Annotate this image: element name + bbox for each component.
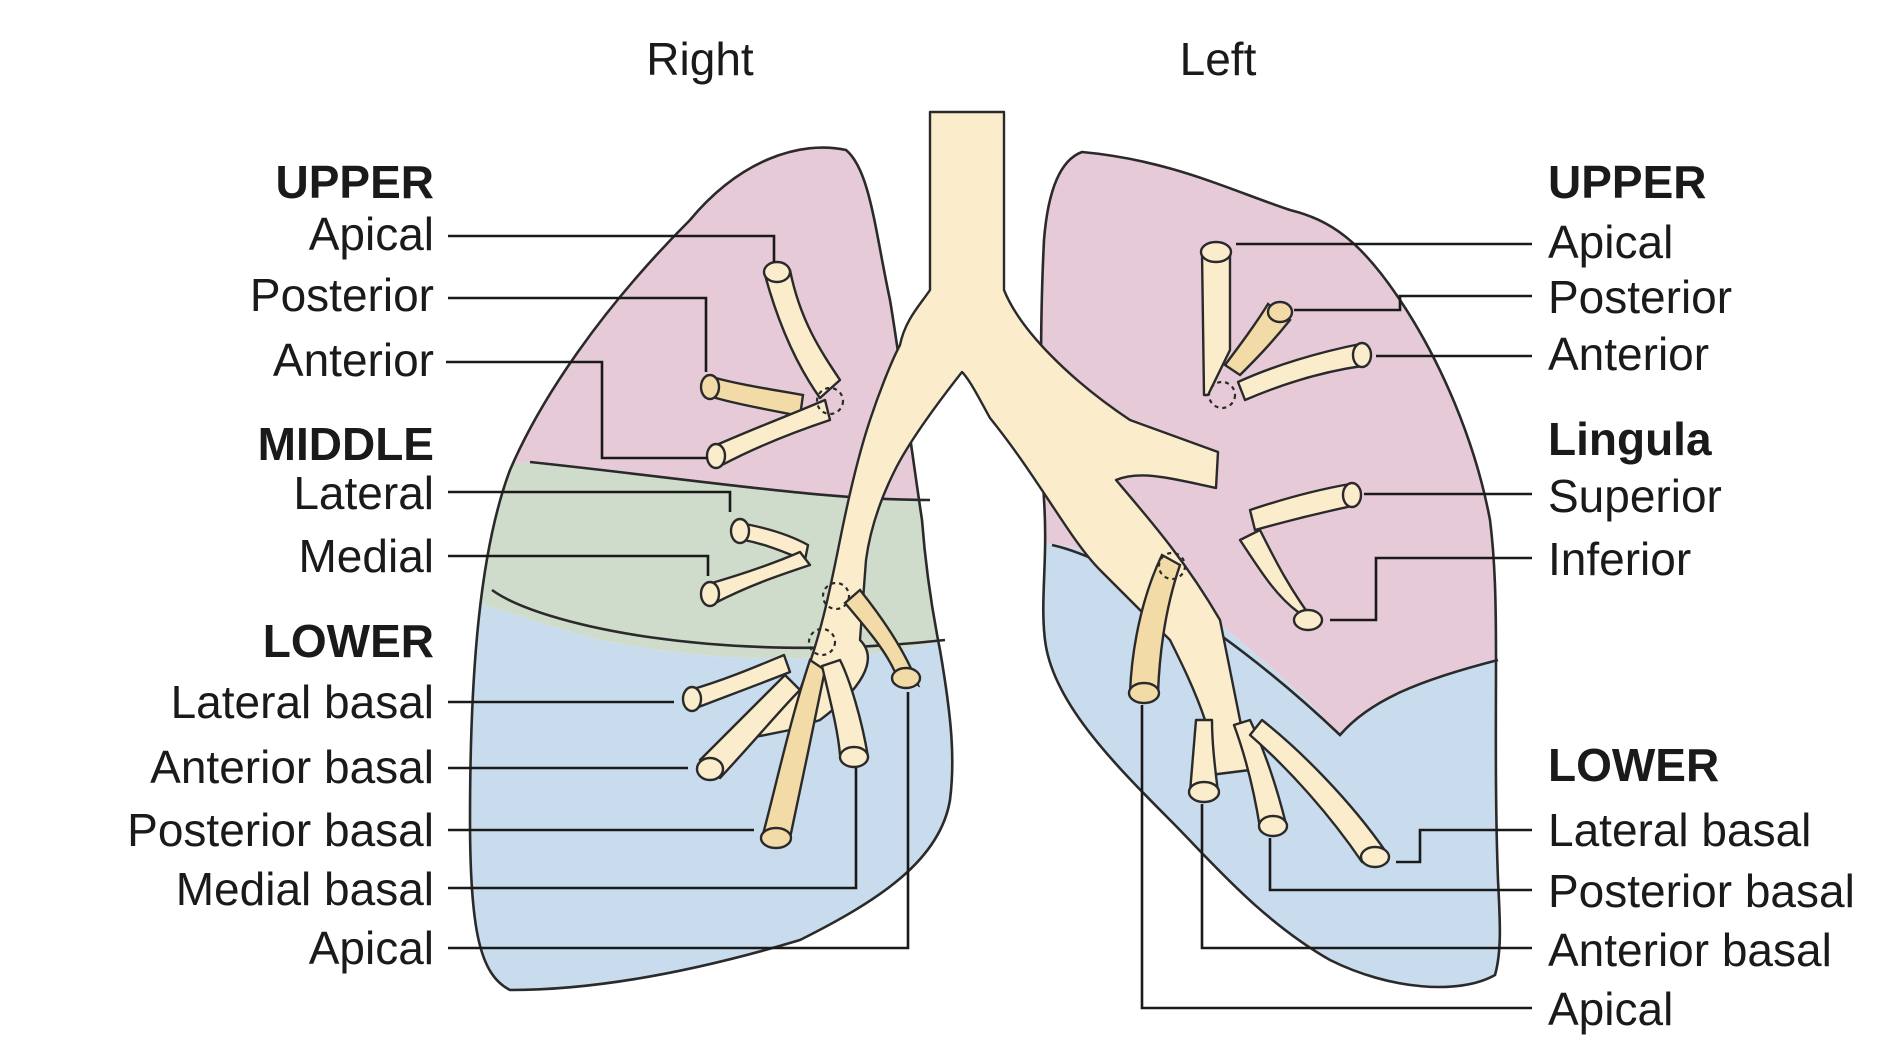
right-lower-lateral-basal-label: Lateral basal bbox=[171, 676, 434, 728]
right-upper-apical-label: Apical bbox=[309, 208, 434, 260]
right-medial-segment bbox=[703, 550, 812, 605]
left-bronchi bbox=[1127, 240, 1391, 869]
right-lower-posterior-basal-label: Posterior basal bbox=[127, 804, 434, 856]
right-labels: UPPER Apical Posterior Anterior MIDDLE L… bbox=[127, 156, 434, 974]
right-middle-medial-label: Medial bbox=[298, 530, 434, 582]
right-middle-lateral-label: Lateral bbox=[293, 467, 434, 519]
left-lateral-basal-segment bbox=[1248, 718, 1388, 864]
right-apical-segment bbox=[763, 268, 842, 400]
right-leader-lines bbox=[446, 234, 910, 950]
right-medial-basal-segment bbox=[820, 658, 870, 759]
right-lower-anterior-basal-label: Anterior basal bbox=[150, 741, 434, 793]
right-upper-header: UPPER bbox=[276, 156, 434, 208]
left-superior-segment bbox=[1248, 482, 1354, 532]
left-lower-apical-label: Apical bbox=[1548, 983, 1673, 1035]
left-leader-lines bbox=[1140, 242, 1532, 1010]
left-title: Left bbox=[1180, 33, 1257, 85]
left-lower-lateral-basal-label: Lateral basal bbox=[1548, 804, 1811, 856]
bronchial-tree bbox=[736, 110, 1252, 777]
left-anterior-basal-segment bbox=[1188, 718, 1220, 794]
right-upper-anterior-label: Anterior bbox=[273, 334, 434, 386]
left-posterior-basal-segment bbox=[1232, 718, 1288, 830]
right-lower-apical-label: Apical bbox=[309, 922, 434, 974]
left-upper-anterior-label: Anterior bbox=[1548, 328, 1709, 380]
left-lower-header: LOWER bbox=[1548, 739, 1719, 791]
trachea-and-main-bronchi bbox=[736, 110, 1252, 777]
left-apical-lower-segment bbox=[1128, 553, 1182, 695]
left-anterior-segment bbox=[1236, 342, 1364, 402]
right-lateral-basal-segment bbox=[688, 653, 792, 710]
left-upper-header: UPPER bbox=[1548, 156, 1706, 208]
left-labels: UPPER Apical Posterior Anterior Lingula … bbox=[1548, 156, 1855, 1035]
right-anterior-segment bbox=[710, 398, 832, 467]
left-upper-posterior-label: Posterior bbox=[1548, 271, 1732, 323]
right-apical-lower-segment bbox=[843, 588, 921, 688]
right-lung bbox=[470, 147, 953, 991]
right-bronchi bbox=[681, 260, 922, 850]
left-inferior-segment bbox=[1238, 528, 1320, 629]
left-lower-anterior-basal-label: Anterior basal bbox=[1548, 924, 1832, 976]
left-lingula-superior-label: Superior bbox=[1548, 470, 1722, 522]
right-upper-posterior-label: Posterior bbox=[250, 269, 434, 321]
right-lower-medial-basal-label: Medial basal bbox=[176, 863, 434, 915]
right-middle-header: MIDDLE bbox=[258, 418, 434, 470]
left-upper-apical-label: Apical bbox=[1548, 216, 1673, 268]
right-title: Right bbox=[646, 33, 754, 85]
left-lower-posterior-basal-label: Posterior basal bbox=[1548, 865, 1855, 917]
left-lingula-header: Lingula bbox=[1548, 413, 1712, 465]
left-lingula-inferior-label: Inferior bbox=[1548, 533, 1691, 585]
right-lower-header: LOWER bbox=[263, 615, 434, 667]
